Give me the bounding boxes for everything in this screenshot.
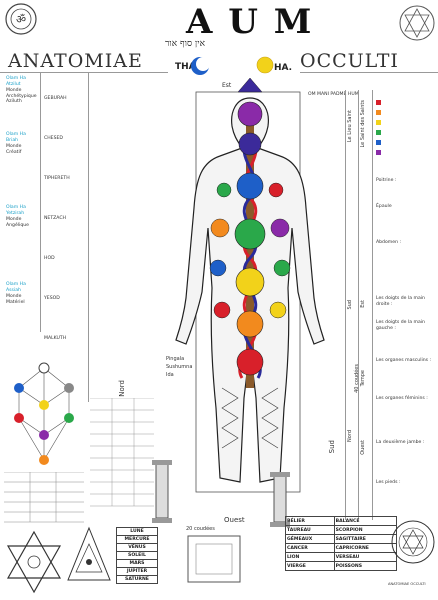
left-world-3: Olam Ha Yetzirah: [6, 205, 26, 216]
tree-of-life-diagram: [14, 362, 74, 465]
left-world-1: Olam Ha Atzilut: [6, 76, 26, 87]
ark-diagram: [187, 535, 241, 583]
zodiac-cell: VIERGE: [285, 561, 335, 571]
right-label-4: Est: [360, 300, 366, 308]
aum-title: A U M: [186, 2, 314, 42]
left-column-divider-2: [88, 72, 89, 402]
sephira-5: HOD: [44, 256, 55, 261]
color-key-list: [376, 100, 381, 155]
hebrew-text: אין סוף אור: [165, 39, 205, 49]
moon-icon: [191, 57, 210, 75]
pingala-label: Pingala: [166, 356, 185, 362]
left-top-rule: [0, 72, 168, 73]
sushumna-label: Sushumna: [166, 364, 193, 370]
south-label: Sud: [328, 440, 336, 454]
note-doigts-droite: Les doigts de la main droite :: [376, 296, 425, 307]
right-label-5: Tempe: [360, 370, 366, 387]
width-label: 20 coudées: [186, 526, 215, 532]
sephira-6: YESOD: [44, 296, 60, 301]
anatomy-body-figure: [175, 78, 325, 493]
note-poitrine: Poitrine :: [376, 178, 397, 183]
note-organes-masculins: Les organes masculins :: [376, 358, 432, 363]
note-jambe: La deuxième jambe :: [376, 440, 425, 445]
svg-text:ॐ: ॐ: [16, 13, 26, 26]
right-column-divider: [345, 90, 346, 520]
left-lower-table: [4, 472, 84, 523]
zodiac-cell: POISSONS: [333, 561, 398, 571]
right-column-divider-3: [372, 90, 373, 520]
third-eye-chakra: [238, 132, 262, 156]
left-title: ANATOMIAE: [8, 50, 143, 72]
heart-chakra: [234, 218, 266, 250]
footer-note: ANATOMIAE OCCULTI: [388, 582, 426, 586]
west-label: Ouest: [224, 516, 245, 524]
zodiac-wheel-icon: [391, 520, 435, 564]
right-label-1: Le Lieu Saint: [347, 110, 353, 143]
right-title: OCCULTI: [300, 50, 399, 72]
triangle-diagram-icon: [67, 526, 111, 581]
sun-icon: [256, 56, 274, 74]
top-right-emblem-icon: [399, 5, 435, 41]
om-mani-text: OM MANI PADME HUM: [308, 92, 359, 97]
pillar-left-icon: [152, 460, 172, 523]
sephira-3: TIPHERETH: [44, 176, 70, 181]
right-label-2: Le Saint des Saints: [360, 100, 366, 148]
right-label-3: Sud: [347, 300, 353, 310]
sacral-chakra: [236, 310, 264, 338]
note-epaule: Épaule: [376, 204, 392, 209]
zodiac-cell: LION: [285, 552, 335, 562]
note-organes-feminins: Les organes féminins :: [376, 396, 428, 401]
sephira-7: MALKUTH: [44, 336, 67, 341]
ida-label: Ida: [166, 372, 174, 378]
ha-label: HA.: [274, 63, 293, 73]
left-world-2-desc: Monde Créatif: [6, 144, 22, 155]
pillar-right-icon: [270, 472, 290, 527]
zodiac-cell: VERSEAU: [333, 552, 398, 562]
right-label-6: Nord: [347, 430, 353, 442]
right-column-divider-2: [358, 90, 359, 520]
zodiac-cell: CANCER: [285, 543, 335, 553]
left-world-4-desc: Monde Matériel: [6, 294, 25, 305]
east-label: Est: [222, 82, 232, 89]
left-world-4: Olam Ha Assiah: [6, 282, 26, 293]
zodiac-cell: BÉLIER: [285, 516, 335, 526]
sephira-4: NETZACH: [44, 216, 67, 221]
tha-label: THA: [175, 62, 196, 72]
left-world-2: Olam Ha Briah: [6, 132, 26, 143]
left-world-3-desc: Monde Angélique: [6, 217, 30, 228]
right-top-rule: [300, 72, 438, 73]
left-column-divider: [40, 72, 41, 332]
zodiac-cell: CAPRICORNE: [333, 543, 398, 553]
note-abdomen: Abdomen :: [376, 240, 402, 245]
root-chakra: [236, 348, 264, 376]
north-label: Nord: [118, 380, 126, 397]
planets-list: LUNE MERCURE VÉNUS SOLEIL MARS JUPITER S…: [116, 527, 158, 584]
sephira-1: GEBURAH: [44, 96, 67, 101]
zodiac-cell: BALANCE: [333, 516, 398, 526]
note-doigts-gauche: Les doigts de la main gauche :: [376, 320, 425, 331]
solar-plexus-chakra: [235, 267, 265, 297]
zodiac-cell: TAUREAU: [285, 525, 335, 535]
zodiac-cell: GÉMEAUX: [285, 534, 335, 544]
star-of-david-icon: [6, 530, 62, 594]
left-world-1-desc: Monde Archétypique Aziluth: [6, 88, 37, 105]
zodiac-cell: SCORPION: [333, 525, 398, 535]
middle-table: [90, 398, 154, 507]
top-left-emblem-icon: ॐ: [5, 3, 37, 35]
planet-saturn: SATURNE: [116, 575, 158, 584]
sephira-2: CHESED: [44, 136, 63, 141]
crown-chakra: [237, 101, 263, 127]
note-pieds: Les pieds :: [376, 480, 401, 485]
zodiac-cell: SAGITTAIRE: [333, 534, 398, 544]
right-label-7: Ouest: [360, 440, 366, 455]
throat-chakra: [236, 172, 264, 200]
